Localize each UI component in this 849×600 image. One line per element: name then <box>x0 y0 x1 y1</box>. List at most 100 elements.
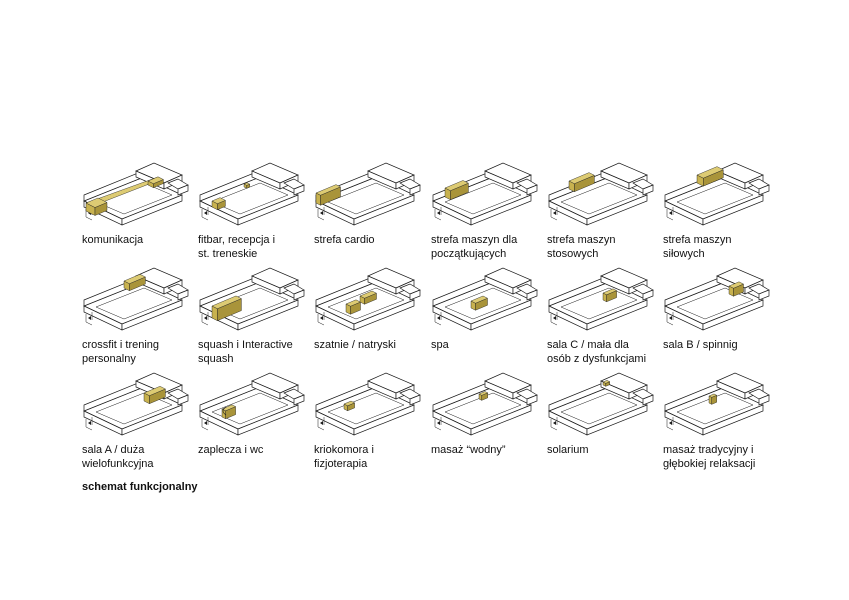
zone-label: squash i Interactive squash <box>198 339 293 365</box>
building-axonometric <box>664 267 770 331</box>
building-axonometric <box>199 162 305 226</box>
entrance-ramp <box>434 314 442 326</box>
diagram-cell-13: sala A / duża wielofunkcyjna <box>82 367 200 477</box>
right-wing-side <box>177 184 189 196</box>
entrance-ramp <box>201 314 209 326</box>
slab-side-face <box>470 299 532 331</box>
entrance-ramp <box>666 314 674 326</box>
diagram-cell-9: szatnie / natryski <box>314 262 432 372</box>
building-outline <box>83 162 189 226</box>
diagram-cell-14: zaplecza i wc <box>198 367 316 477</box>
building-axonometric <box>432 372 538 436</box>
building-outline <box>315 267 421 331</box>
slab-side-face <box>702 299 764 331</box>
courtyard-edge <box>95 287 173 320</box>
entrance-arrow-icon <box>437 316 440 320</box>
diagram-cell-3: strefa cardio <box>314 157 432 267</box>
zone-face-top <box>315 184 341 196</box>
highlighted-zone <box>602 380 611 387</box>
diagram-cell-18: masaż tradycyjny i głębokiej relaksacji <box>663 367 781 477</box>
entrance-ramp <box>550 209 558 221</box>
zone-face-top <box>143 386 166 396</box>
slab-side-face <box>702 194 764 226</box>
highlighted-zone <box>315 184 341 206</box>
zone-label: sala A / duża wielofunkcyjna <box>82 444 154 470</box>
diagram-title: schemat funkcjonalny <box>82 481 198 493</box>
building-outline <box>548 372 654 436</box>
building-axonometric <box>548 372 654 436</box>
building-outline <box>432 372 538 436</box>
slab-side-face <box>353 299 415 331</box>
building-axonometric <box>664 162 770 226</box>
right-wing-side <box>293 289 305 301</box>
courtyard-edge <box>327 392 405 425</box>
right-wing-side <box>293 394 305 406</box>
zone-label: crossfit i trening personalny <box>82 339 160 365</box>
zone-label: szatnie / natryski <box>314 339 396 351</box>
entrance-arrow-icon <box>320 211 323 215</box>
courtyard-edge <box>211 392 289 425</box>
courtyard-edge <box>560 287 638 320</box>
entrance-ramp <box>550 419 558 431</box>
building-outline <box>664 267 770 331</box>
highlighted-zone <box>696 166 724 187</box>
right-wing-side <box>642 394 654 406</box>
slab-side-face <box>237 194 299 226</box>
highlighted-zone <box>221 404 237 420</box>
entrance-ramp <box>85 314 93 326</box>
zone-label: strefa cardio <box>314 234 375 246</box>
diagram-cell-2: fitbar, recepcja i st. treneskie <box>198 157 316 267</box>
entrance-ramp <box>666 209 674 221</box>
building-outline <box>548 162 654 226</box>
building-outline <box>199 162 305 226</box>
zone-face-top <box>85 197 108 208</box>
right-wing-side <box>409 394 421 406</box>
building-axonometric <box>432 267 538 331</box>
building-axonometric <box>83 162 189 226</box>
diagram-cell-12: sala B / spinnig <box>663 262 781 372</box>
zone-face-top <box>470 295 488 304</box>
zone-face-top <box>221 404 237 412</box>
highlighted-zone <box>211 182 251 211</box>
highlighted-zone <box>85 176 164 216</box>
zone-face-top <box>478 391 489 396</box>
highlighted-zone <box>708 393 718 405</box>
building-outline <box>548 267 654 331</box>
entrance-arrow-icon <box>437 421 440 425</box>
slab-side-face <box>353 194 415 226</box>
zone-face-top <box>568 172 595 184</box>
right-wing-side <box>758 394 770 406</box>
building-axonometric <box>664 372 770 436</box>
right-wing-side <box>409 289 421 301</box>
entrance-ramp <box>201 419 209 431</box>
right-wing-side <box>177 289 189 301</box>
building-axonometric <box>199 267 305 331</box>
entrance-ramp <box>666 419 674 431</box>
slab-side-face <box>121 299 183 331</box>
zone-face-top <box>602 380 611 384</box>
slab-side-face <box>237 299 299 331</box>
diagram-cell-7: crossfit i trening personalny <box>82 262 200 372</box>
courtyard-edge <box>444 287 522 320</box>
highlighted-zone <box>123 274 146 292</box>
courtyard-edge <box>95 392 173 425</box>
entrance-arrow-icon <box>204 421 207 425</box>
building-outline <box>664 162 770 226</box>
building-axonometric <box>315 162 421 226</box>
zone-face-top <box>123 274 146 284</box>
entrance-ramp <box>85 209 93 221</box>
zone-label: kriokomora i fizjoterapia <box>314 444 374 470</box>
slab-side-face <box>470 194 532 226</box>
zone-label: komunikacja <box>82 234 144 246</box>
building-axonometric <box>432 162 538 226</box>
diagram-cell-8: squash i Interactive squash <box>198 262 316 372</box>
right-wing-side <box>177 394 189 406</box>
courtyard-edge <box>676 182 754 215</box>
diagram-cell-16: masaż “wodny” <box>431 367 549 477</box>
diagram-cell-5: strefa maszyn stosowych <box>547 157 665 267</box>
entrance-arrow-icon <box>88 421 91 425</box>
entrance-ramp <box>317 314 325 326</box>
building-outline <box>199 267 305 331</box>
highlighted-zone <box>211 295 242 322</box>
zone-face-top <box>602 288 618 296</box>
